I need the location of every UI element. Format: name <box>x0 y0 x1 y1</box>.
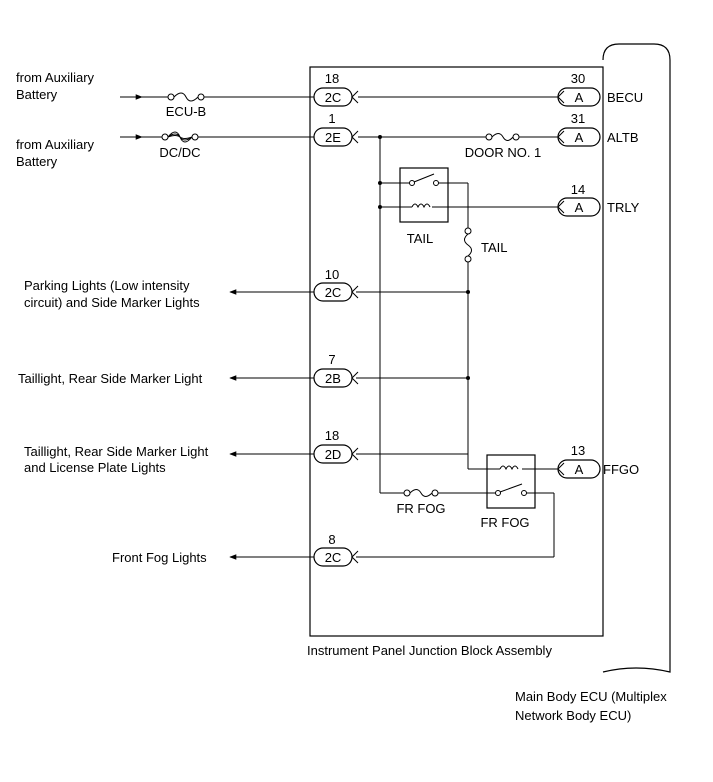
left-conn-4: 2B <box>325 371 341 386</box>
signal-becu: BECU <box>607 90 643 105</box>
fuse-door-no1 <box>485 133 520 141</box>
left-pin-1: 18 <box>325 71 339 86</box>
label-taillight: Taillight, Rear Side Marker Light <box>18 371 203 386</box>
left-conn-1: 2C <box>325 90 342 105</box>
left-connector-6: 8 2C <box>313 532 359 567</box>
left-conn-2: 2E <box>325 130 341 145</box>
label-aux-battery-2-line1: from Auxiliary <box>16 137 95 152</box>
left-pin-5: 18 <box>325 428 339 443</box>
label-aux-battery-1-line1: from Auxiliary <box>16 70 95 85</box>
fuse-ecu-b <box>167 92 205 102</box>
left-connector-1: 18 2C <box>313 71 359 107</box>
relay-label-tail: TAIL <box>407 231 434 246</box>
right-conn-1: A <box>575 90 584 105</box>
left-connector-4: 7 2B <box>313 352 359 388</box>
right-connector-2: 31 A ALTB <box>557 111 639 147</box>
relay-fr-fog <box>486 454 536 509</box>
relay-tail <box>399 167 449 223</box>
signal-ffgo: FFGO <box>603 462 639 477</box>
fuse-label-dc-dc: DC/DC <box>159 145 200 160</box>
label-main-body-ecu-line1: Main Body ECU (Multiplex <box>515 689 667 704</box>
label-taillight-license-line2: and License Plate Lights <box>24 460 166 475</box>
label-taillight-license-line1: Taillight, Rear Side Marker Light <box>24 444 209 459</box>
right-conn-3: A <box>575 200 584 215</box>
left-connector-2: 1 2E <box>313 111 359 147</box>
left-conn-3: 2C <box>325 285 342 300</box>
label-aux-battery-1-line2: Battery <box>16 87 58 102</box>
right-pin-2: 31 <box>571 111 585 126</box>
label-parking-lights-line2: circuit) and Side Marker Lights <box>24 295 200 310</box>
right-pin-4: 13 <box>571 443 585 458</box>
label-main-body-ecu-line2: Network Body ECU) <box>515 708 631 723</box>
right-pin-3: 14 <box>571 182 585 197</box>
fuse-label-fr-fog: FR FOG <box>396 501 445 516</box>
fuse-label-door-no1: DOOR NO. 1 <box>465 145 542 160</box>
left-pin-4: 7 <box>328 352 335 367</box>
right-pin-1: 30 <box>571 71 585 86</box>
fuse-fr-fog <box>403 489 439 497</box>
signal-altb: ALTB <box>607 130 639 145</box>
left-pin-6: 8 <box>328 532 335 547</box>
label-parking-lights-line1: Parking Lights (Low intensity <box>24 278 190 293</box>
fuse-tail <box>464 227 472 263</box>
signal-trly: TRLY <box>607 200 640 215</box>
junction-block-outline <box>309 66 604 637</box>
label-front-fog: Front Fog Lights <box>112 550 207 565</box>
left-pin-2: 1 <box>328 111 335 126</box>
right-conn-4: A <box>575 462 584 477</box>
junction-dots <box>378 135 470 380</box>
right-connector-1: 30 A BECU <box>557 71 643 107</box>
fuse-label-ecu-b: ECU-B <box>166 104 206 119</box>
fuse-label-tail: TAIL <box>481 240 508 255</box>
right-connector-4: 13 A FFGO <box>557 443 639 479</box>
right-connector-3: 14 A TRLY <box>557 182 640 217</box>
main-body-ecu-outline <box>602 43 671 673</box>
left-conn-5: 2D <box>325 447 342 462</box>
label-aux-battery-2-line2: Battery <box>16 154 58 169</box>
left-pin-3: 10 <box>325 267 339 282</box>
relay-label-fr-fog: FR FOG <box>480 515 529 530</box>
label-junction-block: Instrument Panel Junction Block Assembly <box>307 643 552 658</box>
left-connector-5: 18 2D <box>313 428 359 464</box>
right-conn-2: A <box>575 130 584 145</box>
fuse-dc-dc <box>161 131 199 143</box>
left-connector-3: 10 2C <box>313 267 359 302</box>
left-conn-6: 2C <box>325 550 342 565</box>
